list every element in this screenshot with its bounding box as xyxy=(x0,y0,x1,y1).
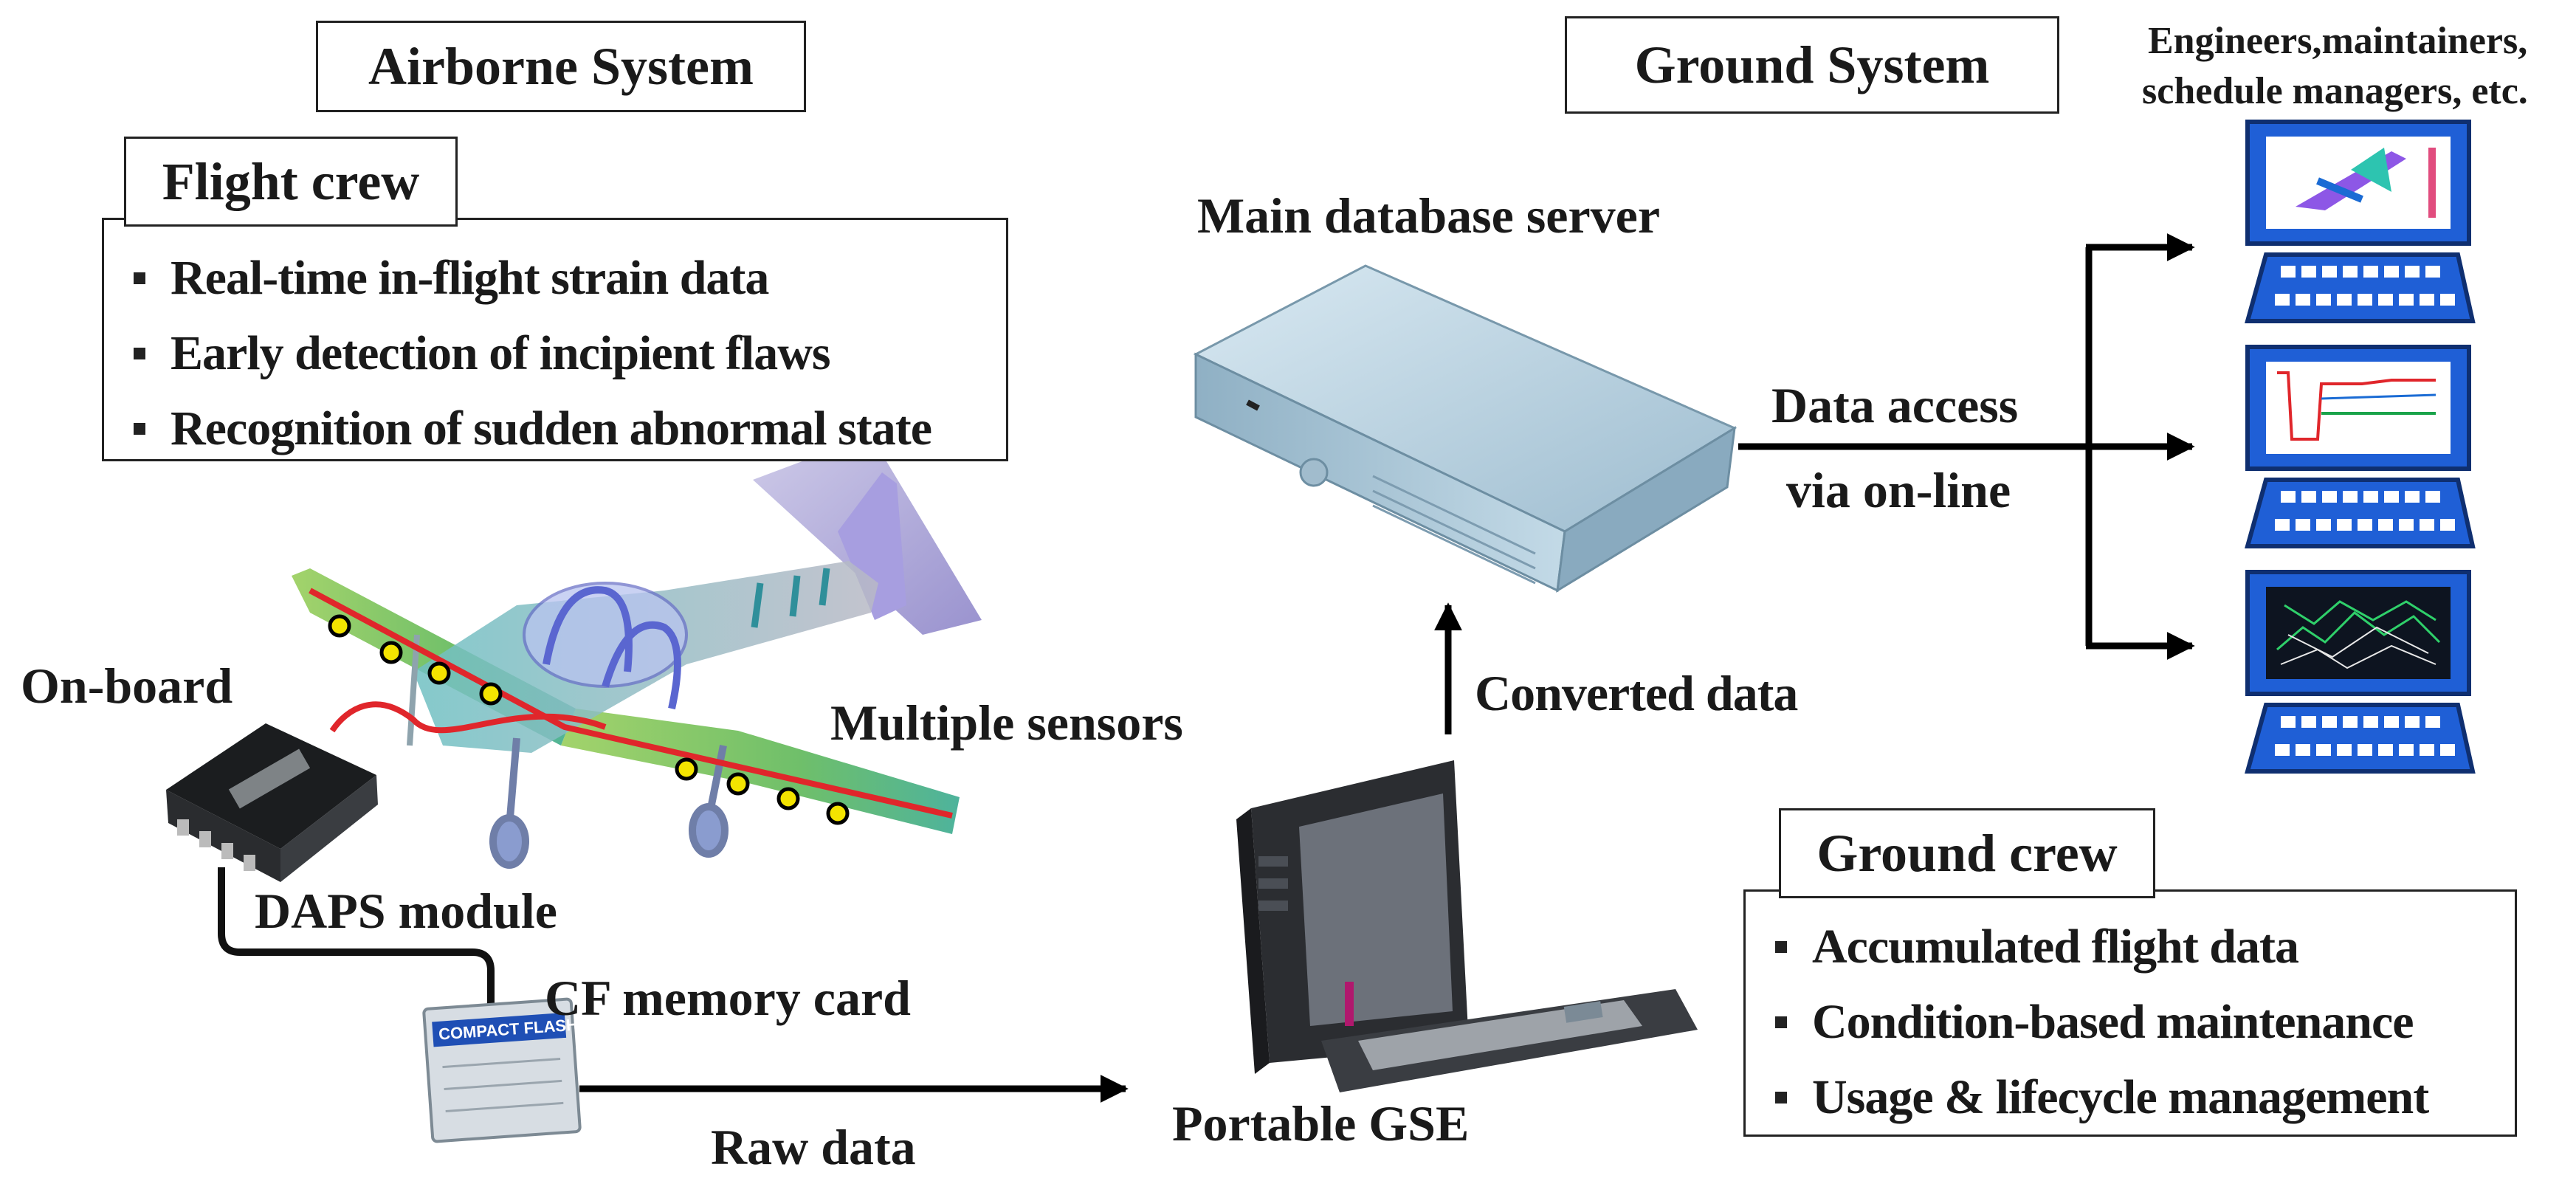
cockpit-frame xyxy=(543,586,633,672)
cf-memory-card xyxy=(422,997,582,1143)
daps-module-device xyxy=(166,723,378,882)
data-access-arrows xyxy=(1738,233,2195,660)
bullet-icon xyxy=(134,272,145,284)
mini-line-plot xyxy=(2277,371,2436,441)
ground-crew-title: Ground crew xyxy=(1779,808,2155,898)
airborne-system-title: Airborne System xyxy=(316,21,806,112)
daps-module-label: DAPS module xyxy=(255,883,557,939)
ground-system-title: Ground System xyxy=(1565,16,2059,114)
main-database-server-label: Main database server xyxy=(1197,187,1661,244)
onboard-label: On-board xyxy=(21,658,233,714)
ground-crew-item: Usage & lifecycle management xyxy=(1775,1060,2515,1135)
airborne-system-title-text: Airborne System xyxy=(368,36,754,96)
cockpit-frame-2 xyxy=(602,621,681,710)
terminal-3 xyxy=(2245,570,2476,774)
server-device xyxy=(1193,264,1738,593)
converted-data-label: Converted data xyxy=(1475,665,1798,721)
portable-gse-device xyxy=(1236,760,1698,1092)
sensor-dot xyxy=(826,802,850,825)
ground-crew-title-text: Ground crew xyxy=(1816,823,2118,883)
data-access-label-line1: Data access xyxy=(1771,377,2019,433)
terminal-2 xyxy=(2245,345,2476,548)
canopy xyxy=(523,582,688,688)
flight-crew-item: Recognition of sudden abnormal state xyxy=(134,391,1006,466)
users-label-line1: Engineers,maintainers, xyxy=(2148,20,2528,62)
cf-memory-card-label: CF memory card xyxy=(545,970,911,1026)
flight-crew-item: Early detection of incipient flaws xyxy=(134,316,1006,391)
raw-data-label: Raw data xyxy=(711,1119,916,1175)
fuselage-ribs xyxy=(751,568,830,628)
sensors xyxy=(328,614,850,825)
vertical-tail xyxy=(838,472,906,620)
daps-to-cf-cable xyxy=(218,867,495,1004)
data-access-label-line2: via on-line xyxy=(1786,462,2011,518)
sensor-line xyxy=(309,588,953,819)
bullet-icon xyxy=(134,348,145,359)
terminal-1 xyxy=(2245,120,2476,323)
sensor-wire xyxy=(329,701,607,734)
bullet-icon xyxy=(1775,1092,1787,1103)
landing-gear xyxy=(489,737,729,869)
ground-crew-item: Condition-based maintenance xyxy=(1775,985,2515,1060)
sensor-dot xyxy=(726,772,750,796)
aircraft-illustration xyxy=(292,435,982,869)
bullet-icon xyxy=(1775,941,1787,953)
ground-crew-item: Accumulated flight data xyxy=(1775,909,2515,985)
sensor-dot xyxy=(479,682,503,706)
flight-crew-title: Flight crew xyxy=(124,137,458,227)
ground-crew-box: Accumulated flight data Condition-based … xyxy=(1743,889,2517,1137)
propeller xyxy=(407,634,420,746)
sensor-dot xyxy=(427,661,451,685)
portable-gse-label: Portable GSE xyxy=(1172,1095,1470,1151)
flight-crew-item: Real-time in-flight strain data xyxy=(134,241,1006,316)
ground-system-title-text: Ground System xyxy=(1634,35,1990,94)
sensor-dot xyxy=(776,787,800,810)
bullet-icon xyxy=(134,423,145,435)
users-label-line2: schedule managers, etc. xyxy=(2142,70,2528,112)
sensor-dot xyxy=(379,641,403,664)
multiple-sensors-label: Multiple sensors xyxy=(830,695,1183,751)
sensor-dot xyxy=(675,757,698,781)
bullet-icon xyxy=(1775,1016,1787,1028)
flight-crew-title-text: Flight crew xyxy=(162,151,420,211)
sensor-dot xyxy=(328,614,351,638)
flight-crew-box: Real-time in-flight strain data Early de… xyxy=(102,218,1008,461)
mini-scatter-plot xyxy=(2276,600,2441,651)
